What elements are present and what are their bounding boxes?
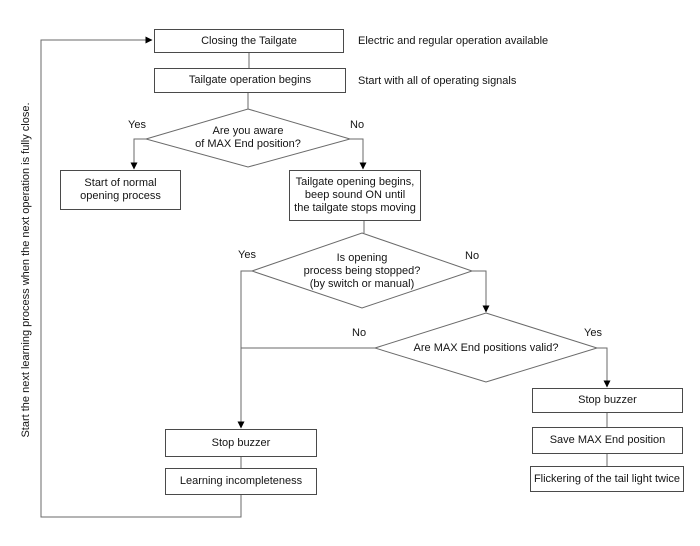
edge-aware-yes [130,138,146,170]
flow-node-stop-buzzer-right: Stop buzzer [532,388,683,413]
edge-stopped-no [472,270,490,313]
branch-label-valid-no: No [352,327,367,339]
branch-label-aware-no: No [350,119,365,131]
annotation-electric-operation: Electric and regular operation available [358,35,549,47]
flow-node-stop-buzzer-left: Stop buzzer [165,429,317,457]
branch-label-valid-yes: Yes [584,327,602,339]
branch-label-stopped-no: No [465,250,480,262]
flow-node-save-max-end-position: Save MAX End position [532,427,683,454]
branch-label-stopped-yes: Yes [238,249,256,261]
edge-valid-yes [597,347,611,388]
flow-node-learning-incompleteness: Learning incompleteness [165,468,317,495]
edge-stopped-yes [237,270,252,429]
decision-diamond-stopped [250,232,474,309]
flow-node-tailgate-opening-begins: Tailgate opening begins, beep sound ON u… [289,170,421,221]
branch-label-aware-yes: Yes [128,119,146,131]
flow-node-flickering-tail-light: Flickering of the tail light twice [530,466,684,492]
flow-node-operation-begins: Tailgate operation begins [154,68,346,93]
flow-node-start-normal-opening: Start of normal opening process [60,170,181,210]
side-note-next-learning-process: Start the next learning process when the… [20,102,32,438]
annotation-operating-signals: Start with all of operating signals [358,75,517,87]
flow-node-closing-tailgate: Closing the Tailgate [154,29,344,53]
edge-aware-no [350,138,367,170]
decision-diamond-valid [373,312,599,383]
decision-diamond-aware [144,108,352,168]
edge-feedback-loop [40,36,242,518]
